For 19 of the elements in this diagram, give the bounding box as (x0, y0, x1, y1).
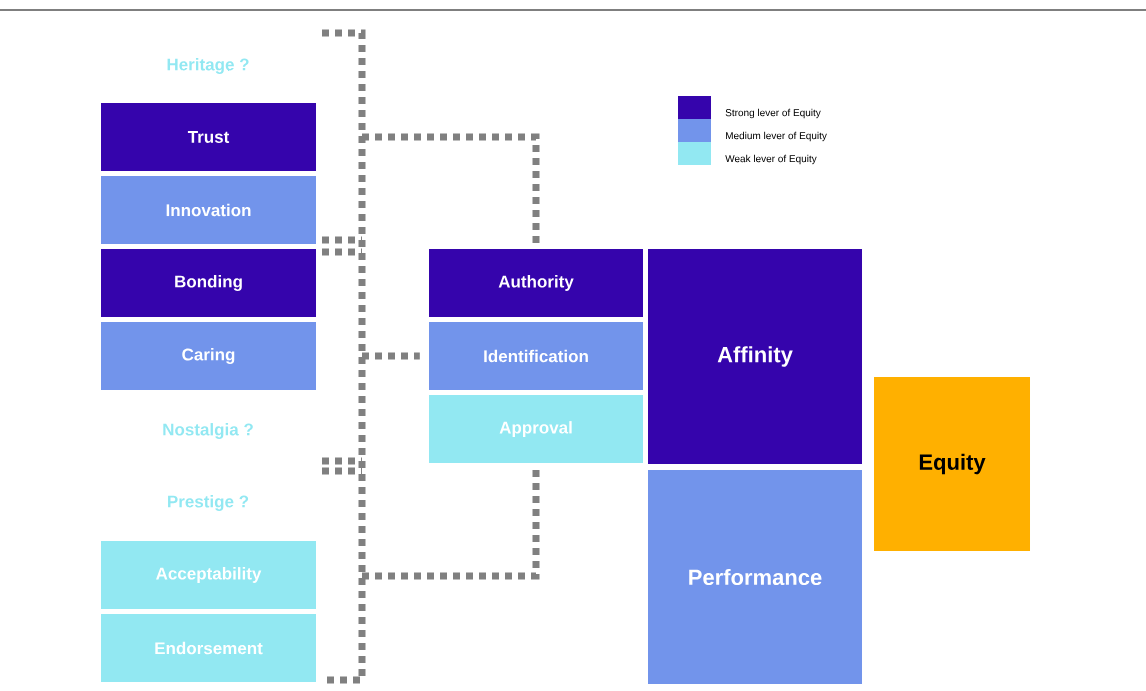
legend-label: Strong lever of Equity (725, 108, 821, 119)
level-box: Authority (429, 249, 643, 317)
item-label: Prestige ? (168, 495, 249, 511)
legend-label: Weak lever of Equity (725, 154, 817, 165)
level-box: Trust (101, 103, 316, 171)
level-box: Acceptability (101, 541, 316, 609)
level-box: Identification (429, 322, 643, 390)
item-label: Heritage ? (167, 58, 249, 74)
dotted-connector (362, 467, 540, 580)
item-label: Nostalgia ? (163, 423, 253, 439)
level-box: Affinity (648, 249, 862, 464)
level-box: Approval (429, 395, 643, 463)
level-box: Caring (101, 322, 316, 390)
level-box: Bonding (101, 249, 316, 317)
level-box: Endorsement (101, 614, 316, 682)
level-box: Equity (874, 377, 1030, 551)
level-box: Performance (648, 470, 862, 684)
level-box: Innovation (101, 176, 316, 244)
legend-label: Medium lever of Equity (726, 131, 827, 142)
